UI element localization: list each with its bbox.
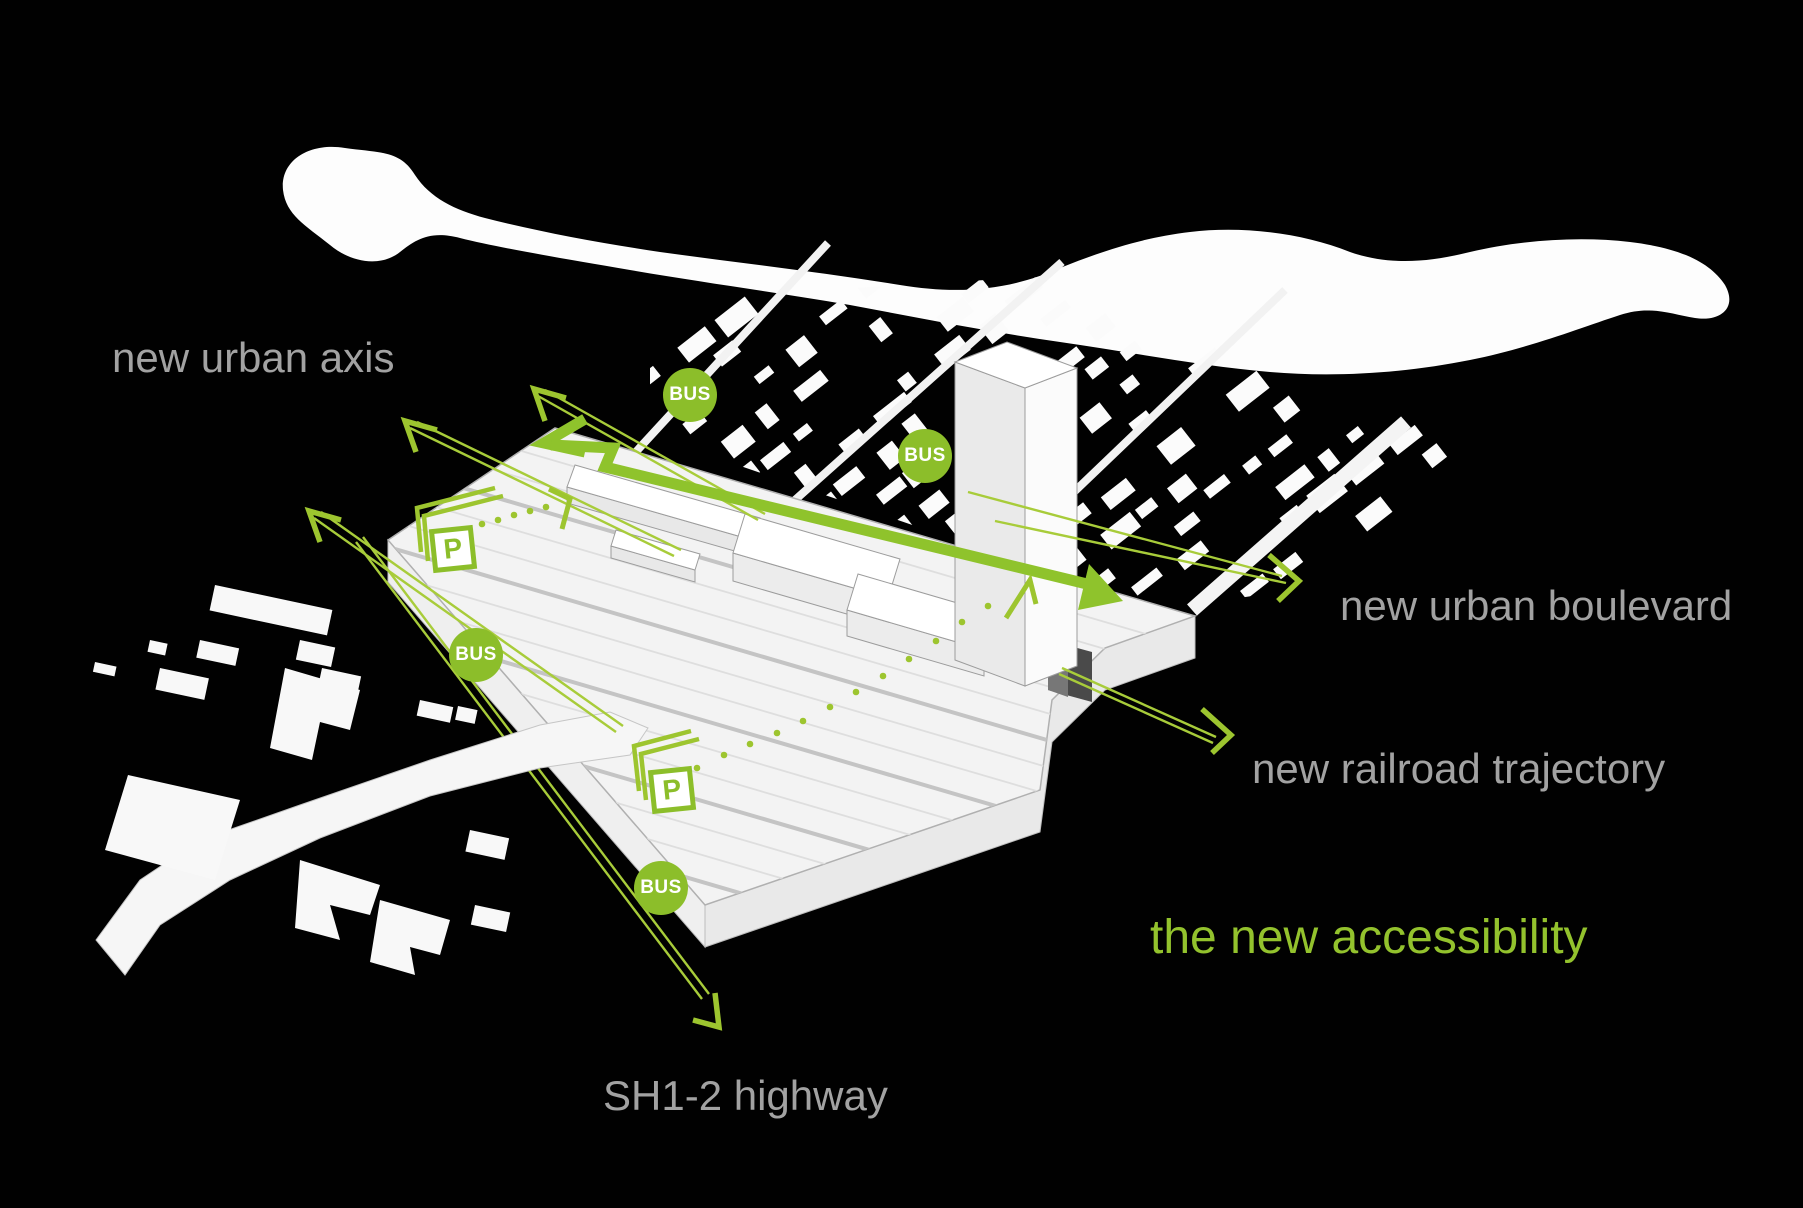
bus-badge-4-label: BUS [640,877,682,898]
bus-route-dotted-2 [693,602,992,772]
platform-buildings [566,341,1079,687]
page-title: the new accessibility [1150,911,1588,964]
route-1-chevron [547,486,573,530]
bus-badge-1-label: BUS [669,384,711,405]
route-2-chevron [1003,573,1039,620]
parking-badge-1: P [428,524,478,574]
bus-badge-4: BUS [634,861,688,915]
parking-bracket-1 [414,485,504,562]
label-urban-axis: new urban axis [112,334,395,381]
main-axis-arrowhead [1078,564,1123,610]
boulevard-arrow [967,490,1304,603]
railroad-arrowhead [1200,706,1236,755]
bus-badge-1: BUS [663,368,717,422]
annotations [304,384,1304,1031]
bus-route-dotted-1 [478,503,550,528]
bus-badge-3: BUS [449,628,503,682]
highway-arrowhead [692,992,723,1031]
railroad-arrow [1058,666,1236,755]
axis-arrowhead-3 [304,506,342,543]
parking-badge-2-label: P [661,773,683,806]
axis-arrowhead-2 [400,416,438,453]
bus-badge-3-label: BUS [455,644,497,665]
label-highway: SH1-2 highway [603,1072,888,1119]
bridges [630,240,1411,616]
main-axis-arrow [529,414,1123,610]
axis-arrowhead-1 [529,384,567,422]
parking-bracket-2 [631,728,700,801]
label-urban-boulevard: new urban boulevard [1340,582,1733,629]
boulevard-road [1187,416,1411,616]
bus-badge-2-label: BUS [904,445,946,466]
boulevard-arrowhead [1267,552,1304,603]
label-railroad-trajectory: new railroad trajectory [1252,745,1666,792]
bus-badge-2: BUS [898,429,952,483]
parking-badge-1-label: P [442,532,464,565]
surrounding-buildings [92,585,511,975]
river-shape [282,146,1730,375]
tower [953,341,1079,687]
parking-badge-2: P [647,765,697,815]
